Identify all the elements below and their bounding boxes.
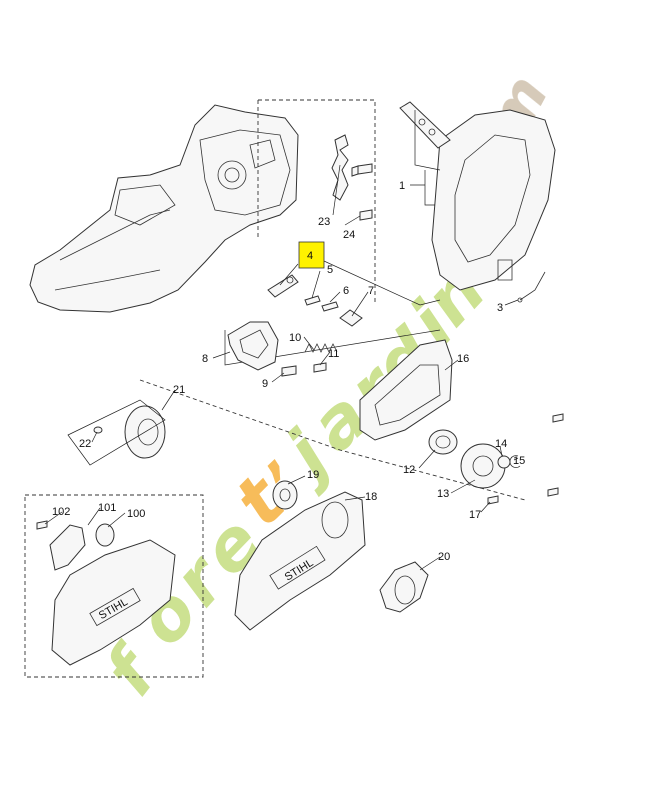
callout-23: 23 — [318, 216, 330, 228]
callout-12: 12 — [403, 464, 415, 476]
leader-lines — [44, 164, 519, 571]
callout-labels: 1 3 4 5 6 7 8 9 10 11 12 13 14 15 16 17 … — [52, 180, 525, 563]
reference-line — [139, 379, 526, 501]
screw — [281, 365, 297, 377]
sprocket — [272, 480, 298, 510]
pin — [321, 301, 339, 312]
engine-housing — [29, 104, 299, 313]
reference-line — [224, 329, 441, 366]
callout-17: 17 — [469, 509, 481, 521]
screw — [36, 520, 48, 530]
callout-15: 15 — [513, 455, 525, 467]
callout-4: 4 — [307, 250, 313, 262]
sprocket — [460, 443, 506, 489]
callout-24: 24 — [343, 229, 355, 241]
callout-18: 18 — [365, 491, 377, 503]
sprocket-cover: STIHL — [234, 491, 366, 631]
washer — [497, 455, 511, 469]
chain-tensioner-plate — [359, 339, 453, 441]
warning-label — [399, 101, 451, 149]
callout-13: 13 — [437, 488, 449, 500]
callout-14: 14 — [495, 438, 507, 450]
washer — [93, 426, 103, 434]
screw — [547, 487, 559, 497]
e-clip — [509, 455, 521, 468]
screw — [487, 495, 499, 505]
reference-line — [299, 249, 441, 306]
callout-22: 22 — [79, 438, 91, 450]
screw — [359, 209, 373, 221]
reference-line — [67, 399, 166, 466]
deflector-plate — [49, 524, 86, 571]
clutch-drum — [428, 429, 458, 455]
screw — [552, 413, 564, 423]
bracket — [517, 271, 546, 303]
callout-7: 7 — [368, 285, 374, 297]
callout-21: 21 — [173, 384, 185, 396]
brake-band — [227, 321, 279, 371]
callout-19: 19 — [307, 469, 319, 481]
spring — [304, 343, 338, 353]
starter-cover — [379, 561, 429, 613]
callout-9: 9 — [262, 378, 268, 390]
link — [339, 309, 363, 327]
callout-6: 6 — [343, 285, 349, 297]
callout-10: 10 — [289, 332, 301, 344]
callout-100: 100 — [127, 508, 145, 520]
callout-8: 8 — [202, 353, 208, 365]
sprocket — [95, 523, 115, 547]
callout-3: 3 — [497, 302, 503, 314]
pin — [304, 295, 321, 306]
callout-16: 16 — [457, 353, 469, 365]
callout-102: 102 — [52, 506, 70, 518]
screw — [351, 163, 373, 177]
inset-box — [24, 494, 204, 678]
callout-5: 5 — [327, 264, 333, 276]
handguard — [431, 109, 556, 291]
callout-11: 11 — [328, 348, 339, 360]
callout-1: 1 — [399, 180, 405, 192]
screw — [313, 362, 327, 373]
chain-cover: STIHL — [51, 539, 176, 666]
callout-101: 101 — [98, 502, 116, 514]
brake-lever — [267, 274, 299, 298]
reference-line — [258, 99, 376, 305]
callout-20: 20 — [438, 551, 450, 563]
highlight-box — [298, 241, 325, 269]
